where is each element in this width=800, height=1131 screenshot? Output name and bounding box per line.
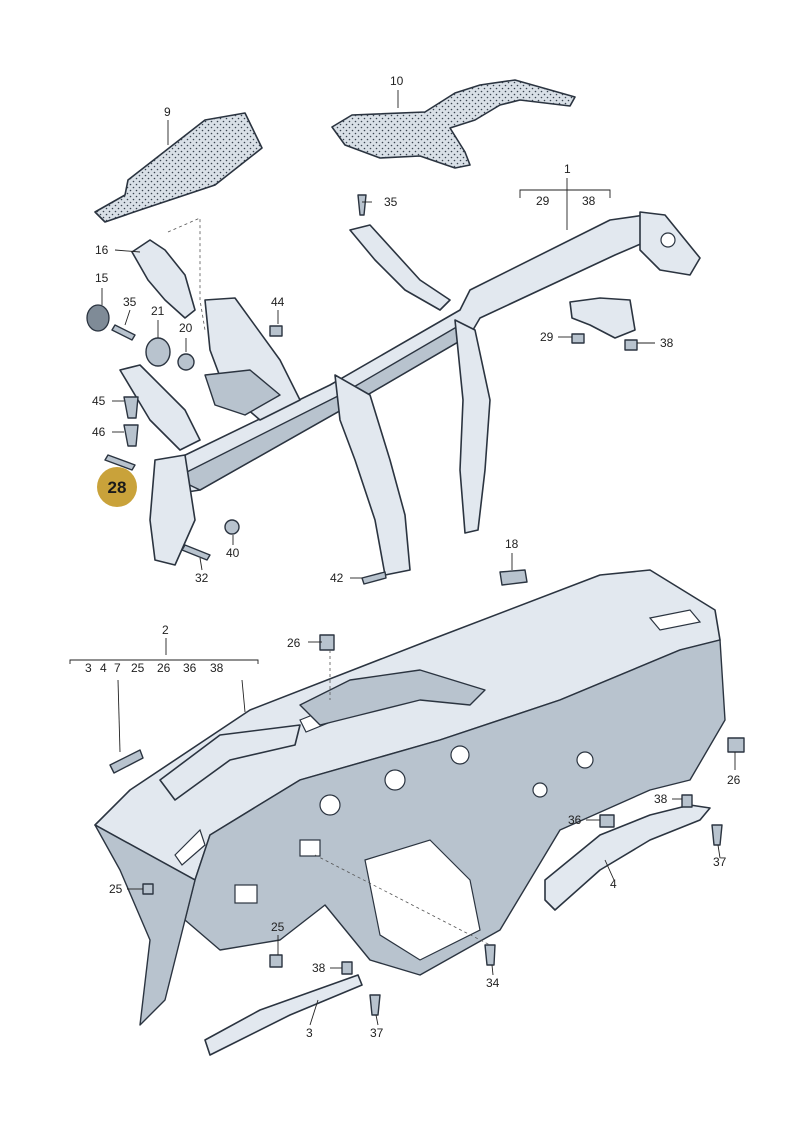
label-35-top: 35 (384, 195, 398, 209)
label-10: 10 (390, 74, 404, 88)
label-16: 16 (95, 243, 109, 257)
label-46: 46 (92, 425, 106, 439)
label-36: 36 (568, 813, 582, 827)
label-35-left: 35 (123, 295, 137, 309)
leader-lines (69, 90, 736, 1026)
clip-18 (499, 569, 528, 586)
label-29-right: 29 (540, 330, 554, 344)
label-2-sub-25: 25 (131, 661, 145, 675)
bracket-4 (544, 804, 711, 911)
label-38-right: 38 (660, 336, 674, 350)
cap-15 (86, 304, 110, 332)
cross-car-beam-1 (119, 211, 701, 576)
bolt-35-top (357, 194, 367, 216)
bracket-16 (131, 239, 196, 319)
label-3: 3 (306, 1026, 313, 1040)
label-44: 44 (271, 295, 285, 309)
label-37-right: 37 (713, 855, 727, 869)
highlight-badge-28[interactable]: 28 (97, 467, 137, 507)
nut-38-lower-right (681, 794, 693, 808)
dashboard-2 (94, 569, 726, 1026)
label-21: 21 (151, 304, 165, 318)
label-2-sub-26: 26 (157, 661, 171, 675)
clip-20 (177, 353, 195, 371)
label-38-bottom: 38 (312, 961, 326, 975)
label-26-right: 26 (727, 773, 741, 787)
clip-25-bottom (269, 954, 283, 968)
label-2-sub-38: 38 (210, 661, 224, 675)
label-45: 45 (92, 394, 106, 408)
label-25-left: 25 (109, 882, 123, 896)
clip-26-right (727, 737, 745, 753)
clip-45 (123, 396, 139, 419)
clip-25-left (142, 883, 154, 895)
clip-36 (599, 814, 615, 828)
callout-labels: 10 9 1 29 38 35 16 15 35 21 20 44 29 38 … (85, 74, 741, 1040)
label-2-sub-7: 7 (114, 661, 121, 675)
nut-38-bottom (341, 961, 353, 975)
label-42: 42 (330, 571, 344, 585)
insulation-mat-10 (331, 79, 576, 169)
bolt-35-left (111, 324, 136, 341)
label-15: 15 (95, 271, 109, 285)
clip-7 (109, 749, 144, 774)
clip-26-top (319, 634, 335, 651)
label-20: 20 (179, 321, 193, 335)
label-1-sub-29: 29 (536, 194, 550, 208)
label-4: 4 (610, 877, 617, 891)
spacer-21 (145, 337, 171, 367)
label-2-sub-36: 36 (183, 661, 197, 675)
label-34: 34 (486, 976, 500, 990)
label-2-sub-4: 4 (100, 661, 107, 675)
bolt-37-right (711, 824, 723, 846)
clip-46 (123, 424, 139, 447)
label-2-sub-3: 3 (85, 661, 92, 675)
label-37-bottom: 37 (370, 1026, 384, 1040)
bolt-37-bottom (369, 994, 381, 1016)
highlight-label: 28 (108, 478, 127, 497)
clip-44 (269, 325, 283, 337)
label-9: 9 (164, 105, 171, 119)
clip-28 (104, 454, 136, 471)
label-25-bottom: 25 (271, 920, 285, 934)
label-38-lower-right: 38 (654, 792, 668, 806)
label-40: 40 (226, 546, 240, 560)
label-1-sub-38: 38 (582, 194, 596, 208)
insulation-mat-9 (94, 112, 263, 223)
label-1: 1 (564, 162, 571, 176)
bolt-42 (361, 571, 387, 585)
label-26-top: 26 (287, 636, 301, 650)
bolt-32 (181, 544, 211, 561)
nut-38-right (624, 339, 638, 351)
clip-29-right (571, 333, 585, 344)
label-18: 18 (505, 537, 519, 551)
trim-3 (204, 974, 363, 1056)
bolt-34 (484, 944, 496, 966)
nut-40 (224, 519, 240, 535)
label-2: 2 (162, 623, 169, 637)
label-32: 32 (195, 571, 209, 585)
